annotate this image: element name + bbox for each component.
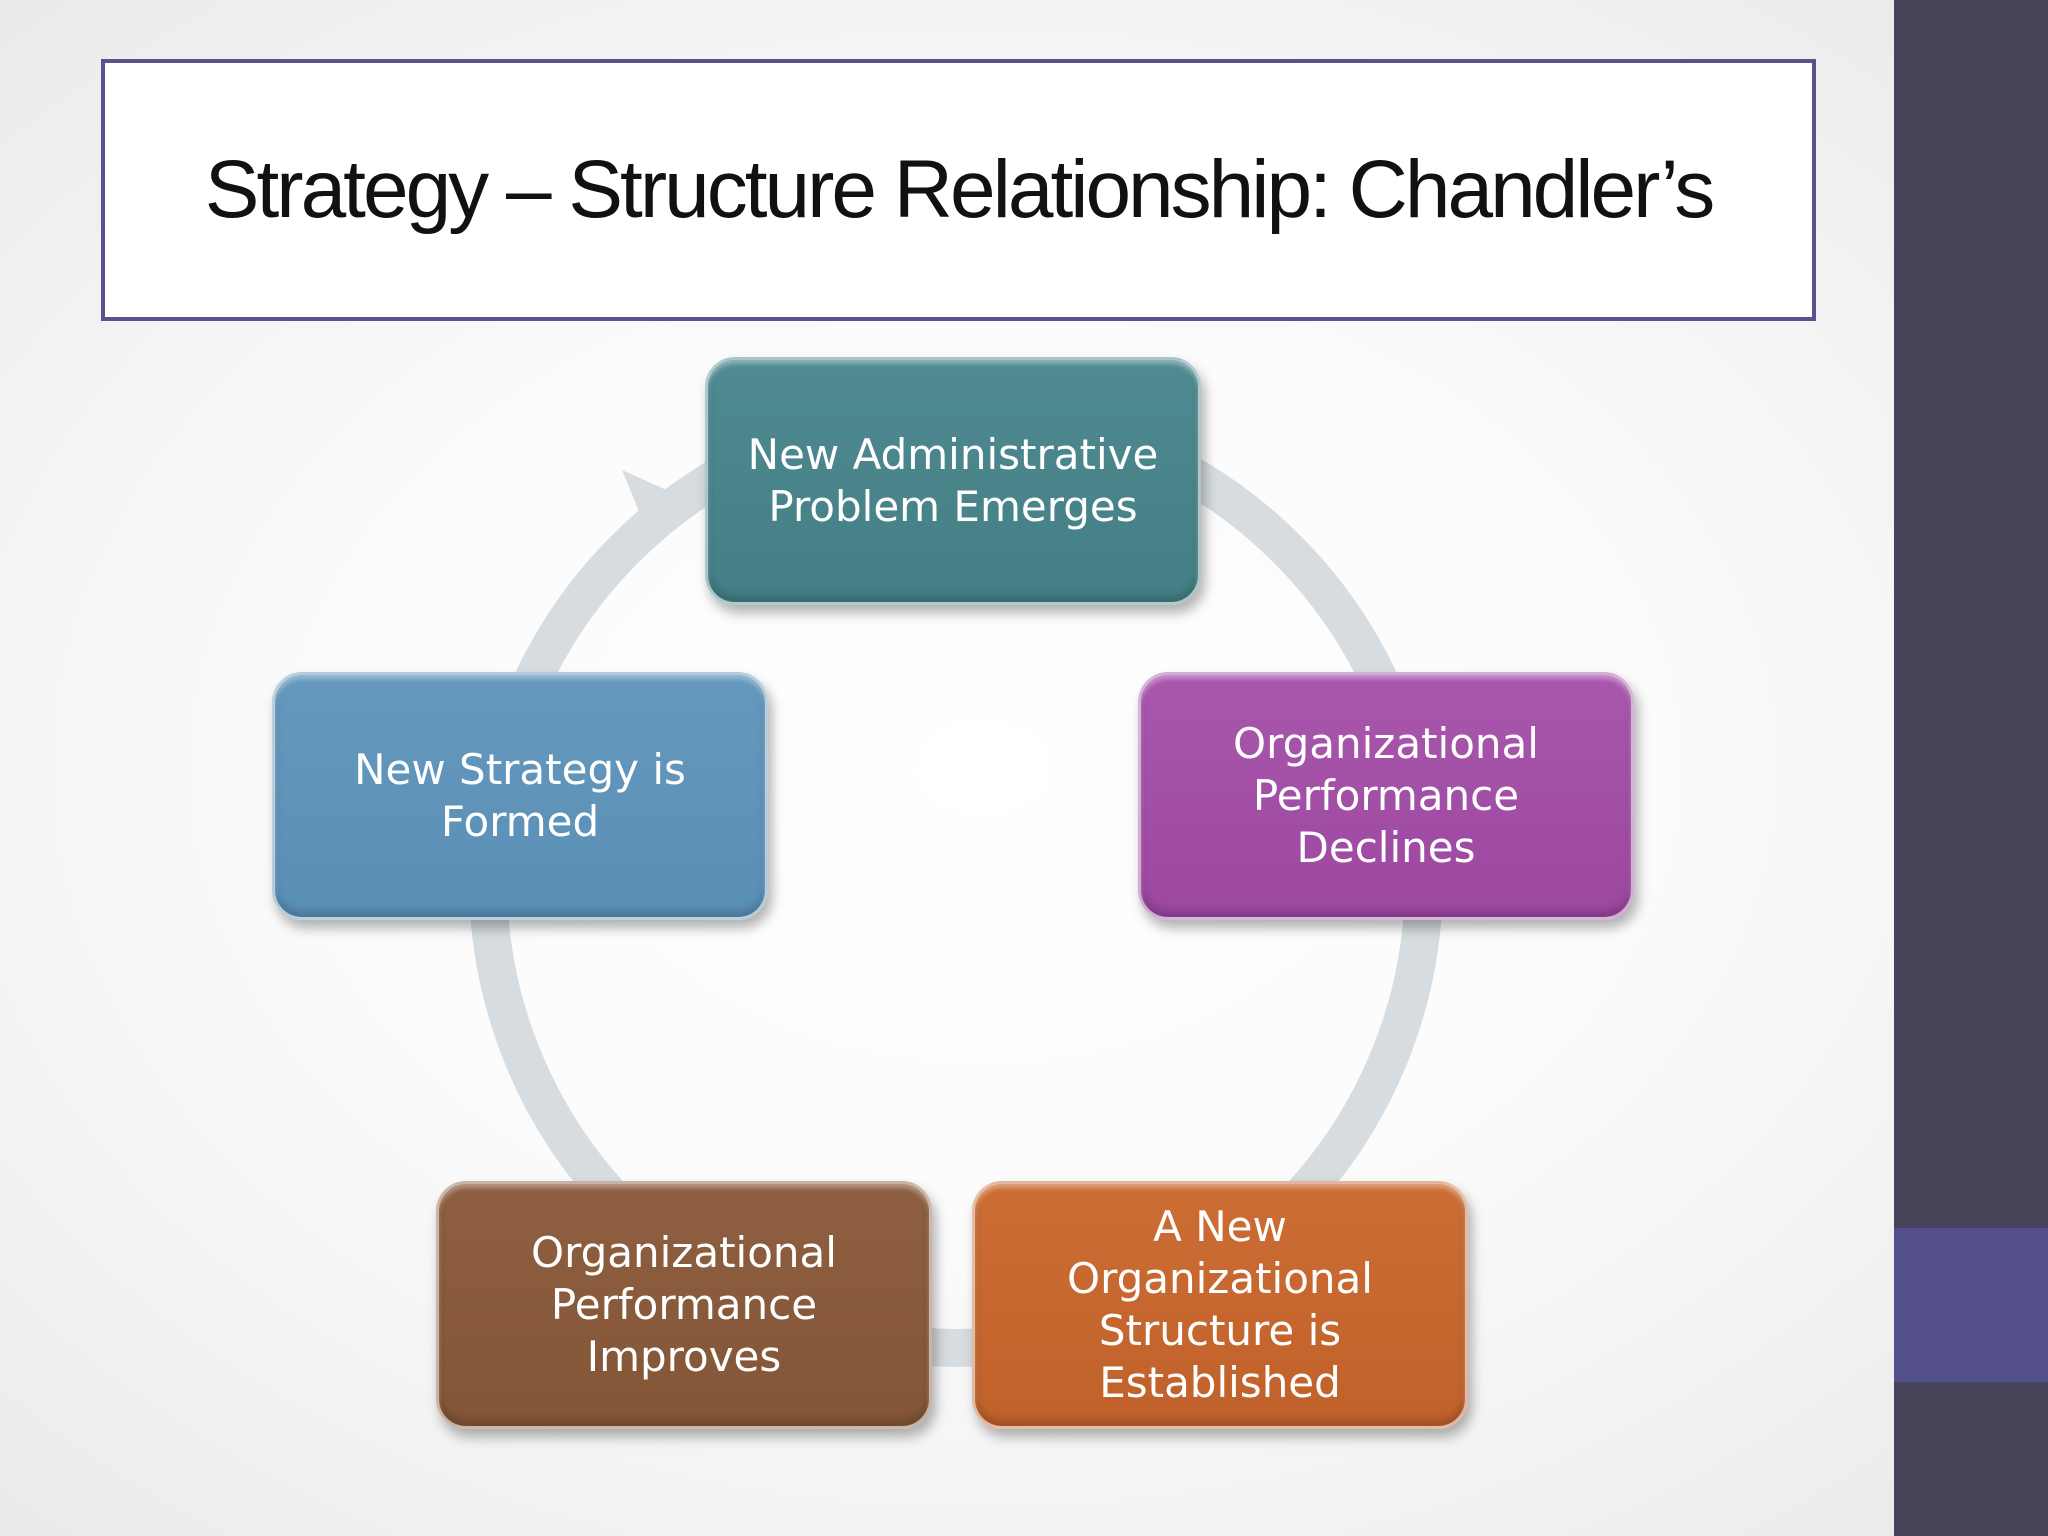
node-new-structure-established: A New Organizational Structure is Establ… <box>972 1181 1468 1429</box>
node-new-strategy-formed: New Strategy is Formed <box>272 672 768 920</box>
sidebar-accent <box>1894 1228 2048 1382</box>
cycle-arrowhead-icon <box>622 470 680 538</box>
node-performance-improves: Organizational Performance Improves <box>436 1181 932 1429</box>
node-label: Organizational Performance Improves <box>531 1228 837 1381</box>
node-label: A New Organizational Structure is Establ… <box>1067 1202 1373 1407</box>
page-title: Strategy – Structure Relationship: Chand… <box>204 144 1715 235</box>
node-label: Organizational Performance Declines <box>1233 719 1539 872</box>
title-box: Strategy – Structure Relationship: Chand… <box>101 59 1816 321</box>
node-label: New Strategy is Formed <box>354 745 686 846</box>
node-label: New Administrative Problem Emerges <box>747 430 1159 531</box>
node-performance-declines: Organizational Performance Declines <box>1138 672 1634 920</box>
node-new-administrative-problem: New Administrative Problem Emerges <box>705 357 1201 605</box>
